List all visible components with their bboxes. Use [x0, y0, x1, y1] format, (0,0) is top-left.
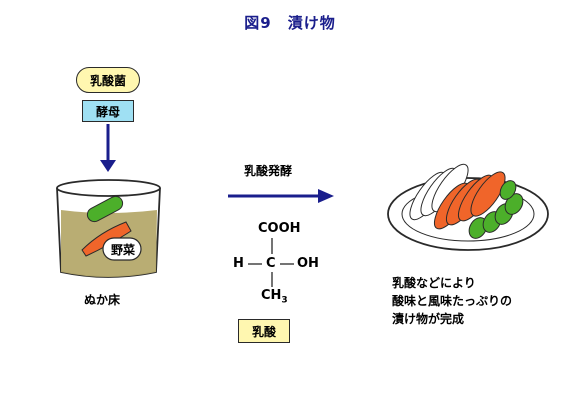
- yeast-box: 酵母: [82, 100, 134, 122]
- vegetable-bubble: [102, 237, 142, 261]
- cucumber-icon: [86, 195, 124, 223]
- process-label: 乳酸発酵: [244, 164, 293, 178]
- carrot-slices-icon: [433, 171, 506, 230]
- formula-bonds: [248, 238, 294, 287]
- result-line: 酸味と風味たっぷりの: [392, 294, 513, 308]
- formula-cooh: COOH: [258, 221, 301, 236]
- result-text: 乳酸などにより 酸味と風味たっぷりの 漬け物が完成: [392, 274, 512, 328]
- formula-h: H: [233, 256, 244, 271]
- nukadoko-caption: ぬか床: [84, 293, 121, 307]
- carrot-icon: [81, 221, 132, 257]
- formula-ch3: CH3: [261, 288, 288, 306]
- lactic-bacteria-badge: 乳酸菌: [76, 67, 140, 93]
- formula-c: C: [266, 256, 276, 271]
- formula-oh: OH: [297, 256, 319, 271]
- cucumber-slices-icon: [468, 180, 524, 239]
- down-arrow: [100, 124, 116, 172]
- lactic-acid-box: 乳酸: [238, 319, 290, 343]
- fermentation-arrow: [228, 189, 334, 203]
- diagram-title: 図9 漬け物: [244, 14, 336, 32]
- vegetable-label: 野菜: [110, 243, 135, 257]
- result-line: 漬け物が完成: [392, 312, 465, 326]
- daikon-icon: [409, 163, 469, 221]
- nuka-jar: [56, 179, 161, 278]
- pickles-plate: [387, 163, 549, 251]
- result-line: 乳酸などにより: [392, 276, 476, 290]
